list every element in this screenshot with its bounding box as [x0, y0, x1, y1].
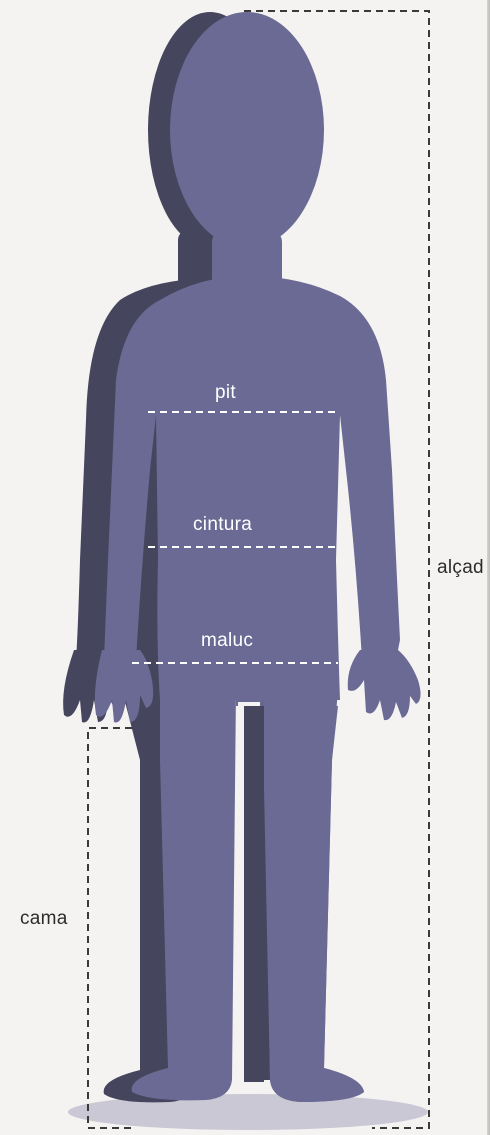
height-label: alçad — [437, 557, 484, 578]
hip-label: maluc — [201, 630, 253, 651]
inseam-measure-bracket — [88, 728, 132, 1128]
right-leg-front — [264, 706, 364, 1102]
right-leg-shadow — [244, 706, 264, 1082]
chest-label: pit — [215, 382, 236, 403]
inseam-label: cama — [20, 908, 68, 929]
waist-label: cintura — [193, 514, 252, 535]
